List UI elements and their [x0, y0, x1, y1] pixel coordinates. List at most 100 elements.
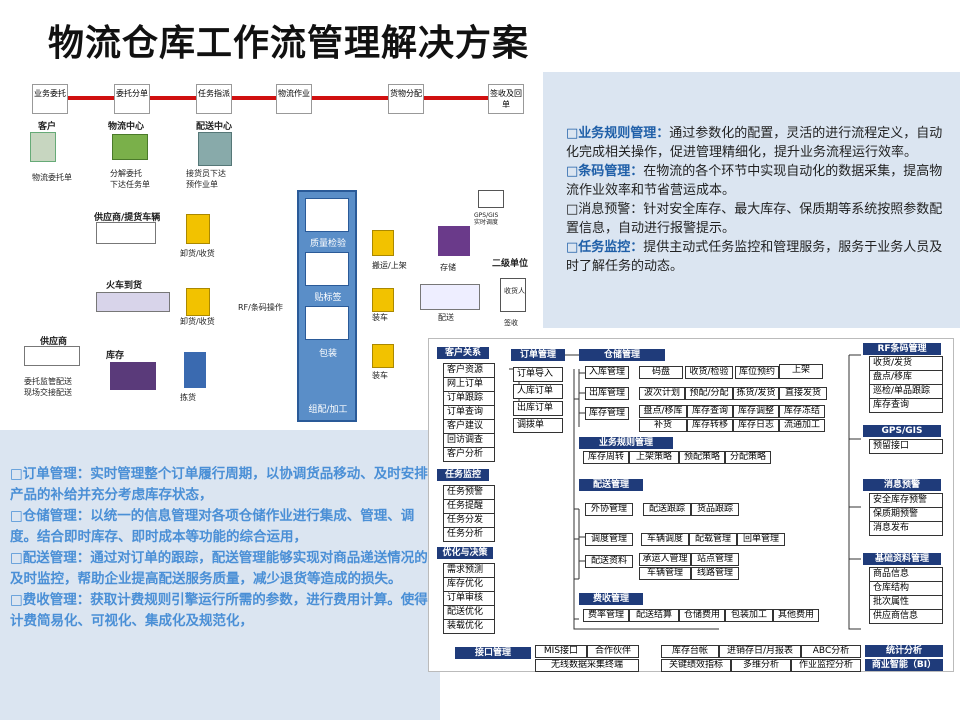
customer-item[interactable]: 客户分析 [444, 448, 494, 461]
customer-item[interactable]: 网上订单 [444, 378, 494, 392]
order-item[interactable]: 出库订单 [513, 401, 563, 416]
storage-in[interactable]: 入库管理 [585, 366, 629, 379]
data-item[interactable]: 站点管理 [691, 553, 739, 566]
desc-rules: □业务规则管理：通过参数化的配置，灵活的进行流程定义，自动化完成相关操作，促进管… [566, 126, 943, 160]
order-item[interactable]: 人库订单 [513, 384, 563, 399]
gps-item[interactable]: 预留接口 [870, 440, 942, 453]
bi-item[interactable]: 作业监控分析 [791, 659, 861, 672]
stock-item[interactable]: 盘点/移库 [639, 405, 687, 418]
data-item[interactable]: 车辆管理 [639, 567, 691, 580]
storage-out-item[interactable]: 直接发货 [779, 387, 827, 400]
stage-4: 物流作业 [276, 84, 312, 114]
task-item[interactable]: 任务预警 [444, 486, 494, 500]
stock-item[interactable]: 库存日志 [733, 419, 779, 432]
alert-item[interactable]: 保质期预警 [870, 508, 942, 522]
bi-sub: 商业智能（BI） [865, 659, 943, 671]
storage-in-item[interactable]: 上架 [779, 364, 823, 379]
rf-item[interactable]: 库存查询 [870, 399, 942, 412]
alert-item[interactable]: 消息发布 [870, 522, 942, 535]
alert-item[interactable]: 安全库存预警 [870, 494, 942, 508]
order-item[interactable]: 订单导入 [513, 367, 563, 382]
bi-item[interactable]: 多维分析 [731, 659, 791, 672]
storage-out-item[interactable]: 预配/分配 [685, 387, 733, 400]
dispatch-item[interactable]: 车辆调度 [641, 533, 689, 546]
delivery-data[interactable]: 配送资料 [585, 555, 633, 568]
stock-item[interactable]: 库存冻结 [779, 405, 825, 418]
fee-item[interactable]: 其他费用 [773, 609, 819, 622]
customer-item[interactable]: 订单跟踪 [444, 392, 494, 406]
stock-item[interactable]: 库存查询 [687, 405, 733, 418]
storage-stock[interactable]: 库存管理 [585, 407, 629, 420]
source-train: 火车到货 [106, 281, 143, 291]
rule-item[interactable]: 预配策略 [679, 451, 725, 464]
rf-item[interactable]: 盘点/移库 [870, 371, 942, 385]
outsource-item[interactable]: 配送跟踪 [643, 503, 691, 516]
storage-out-item[interactable]: 波次计划 [639, 387, 685, 400]
order-head: 订单管理 [511, 349, 565, 361]
stock-item[interactable]: 补货 [639, 419, 687, 432]
rule-item[interactable]: 库存周转 [583, 451, 629, 464]
customer-item[interactable]: 客户资源 [444, 364, 494, 378]
desc-monitor: □任务监控：提供主动式任务监控和管理服务，服务于业务人员及时了解任务的动态。 [566, 240, 943, 274]
customer-item[interactable]: 客户建议 [444, 420, 494, 434]
base-item[interactable]: 供应商信息 [870, 610, 942, 623]
bi-item[interactable]: 关键绩效指标 [661, 659, 731, 672]
order-item[interactable]: 调拨单 [513, 418, 563, 433]
dispatch-item[interactable]: 回单管理 [737, 533, 785, 546]
base-item[interactable]: 商品信息 [870, 568, 942, 582]
storage-in-item[interactable]: 码盘 [639, 366, 683, 379]
rf-item[interactable]: 收货/发货 [870, 357, 942, 371]
delivery-dispatch[interactable]: 调度管理 [585, 533, 633, 546]
task-item[interactable]: 任务分发 [444, 514, 494, 528]
customer-item[interactable]: 订单查询 [444, 406, 494, 420]
storage-out-item[interactable]: 拣货/发货 [733, 387, 779, 400]
fee-item[interactable]: 费率管理 [583, 609, 629, 622]
op-unload-2: 卸货/收货 [180, 317, 215, 326]
fee-item[interactable]: 仓储费用 [679, 609, 725, 622]
storage-in-item[interactable]: 库位预约 [735, 366, 779, 379]
data-item[interactable]: 线路管理 [691, 567, 739, 580]
iface-item[interactable]: 合作伙伴 [587, 645, 639, 658]
right-description: □业务规则管理：通过参数化的配置，灵活的进行流程定义，自动化完成相关操作，促进管… [566, 124, 952, 276]
data-item[interactable]: 承运人管理 [639, 553, 691, 566]
customer-item[interactable]: 回访调查 [444, 434, 494, 448]
delivery-outsource[interactable]: 外协管理 [585, 503, 633, 516]
iface-item[interactable]: MIS接口 [535, 645, 587, 658]
fee-item[interactable]: 配送结算 [629, 609, 679, 622]
stage-2: 委托分单 [114, 84, 150, 114]
rf-head: RF条码管理 [863, 343, 941, 355]
rf-item[interactable]: 巡检/单品跟踪 [870, 385, 942, 399]
stock-item[interactable]: 库存调整 [733, 405, 779, 418]
role-dispatch: 配送中心 [196, 122, 233, 132]
bi-item[interactable]: ABC分析 [801, 645, 861, 658]
opt-item[interactable]: 库存优化 [444, 578, 494, 592]
delivery-head: 配送管理 [579, 479, 643, 491]
op-shelve: 搬运/上架 [372, 261, 407, 270]
base-item[interactable]: 批次属性 [870, 596, 942, 610]
process-label-2: 贴标签 [314, 293, 342, 303]
rule-item[interactable]: 上架策略 [629, 451, 679, 464]
right-panel-bg [543, 72, 960, 328]
fee-item[interactable]: 包装加工 [725, 609, 773, 622]
dispatch-item[interactable]: 配载管理 [689, 533, 737, 546]
bi-item[interactable]: 库存台帐 [661, 645, 719, 658]
task-item[interactable]: 任务提醒 [444, 500, 494, 514]
storage-out[interactable]: 出库管理 [585, 387, 629, 400]
task-item[interactable]: 任务分析 [444, 528, 494, 541]
alert-head: 消息预警 [863, 479, 941, 491]
bi-item[interactable]: 进销存日/月报表 [719, 645, 801, 658]
opt-item[interactable]: 需求预测 [444, 564, 494, 578]
rule-item[interactable]: 分配策略 [725, 451, 771, 464]
outsource-item[interactable]: 货品跟踪 [691, 503, 739, 516]
stock-item[interactable]: 库存转移 [687, 419, 733, 432]
left-description: □订单管理：实时管理整个订单履行周期，以协调货品移动、及时安排产品的补给并充分考… [10, 464, 435, 632]
opt-item[interactable]: 订单审核 [444, 592, 494, 606]
opt-item[interactable]: 配送优化 [444, 606, 494, 620]
stock-item[interactable]: 流通加工 [779, 419, 825, 432]
iface-item[interactable]: 无线数据采集终端 [535, 659, 639, 672]
base-item[interactable]: 仓库结构 [870, 582, 942, 596]
storage-in-item[interactable]: 收货/检验 [685, 366, 733, 379]
opt-item[interactable]: 装载优化 [444, 620, 494, 633]
computer-icon [112, 134, 148, 160]
desc-barcode: □条码管理：在物流的各个环节中实现自动化的数据采集，提高物流作业效率和节省营运成… [566, 164, 943, 198]
